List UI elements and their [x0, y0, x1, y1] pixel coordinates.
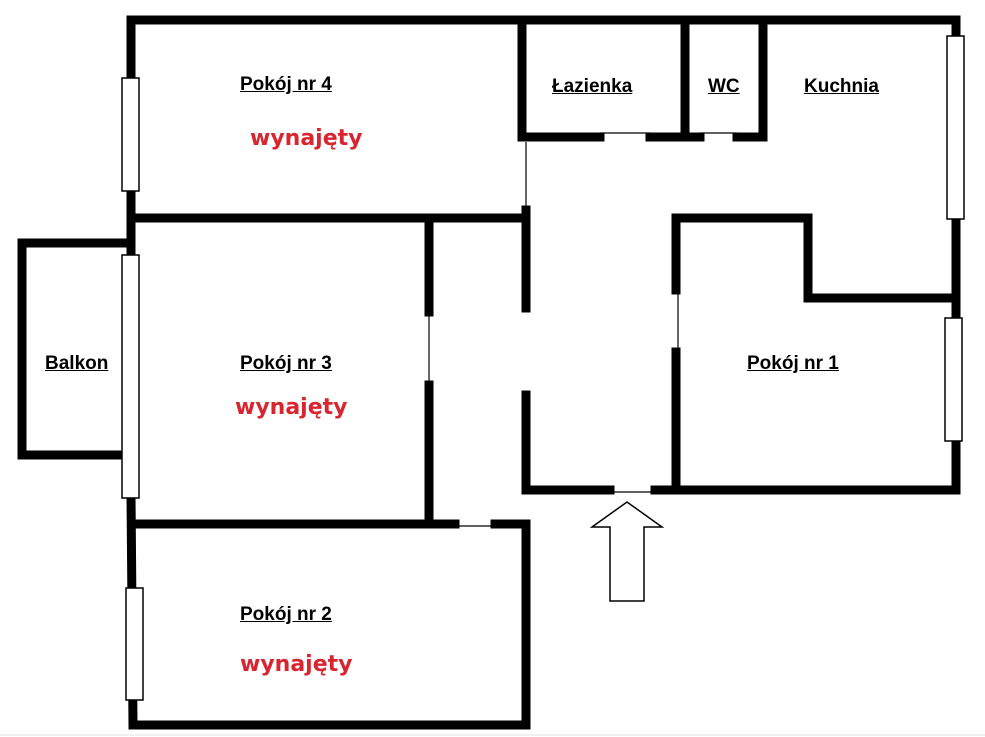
wall-bathroom: [517, 15, 605, 142]
entrance-arrow-icon: [589, 501, 665, 602]
room-status-pokoj2: wynajęty: [240, 652, 353, 677]
room-status-pokoj4: wynajęty: [250, 126, 363, 151]
door-openings: [428, 132, 737, 527]
room-label-pokoj1: Pokój nr 1: [747, 353, 839, 374]
room-label-pokoj3: Pokój nr 3: [240, 353, 332, 374]
window-room1: [944, 317, 963, 442]
room-label-kuchnia: Kuchnia: [804, 76, 879, 97]
window-room2: [125, 587, 144, 701]
window-room4: [121, 77, 140, 192]
room-label-pokoj4: Pokój nr 4: [240, 74, 332, 95]
room-label-pokoj2: Pokój nr 2: [240, 604, 332, 625]
room-label-balkon: Balkon: [45, 353, 109, 374]
wall-room1-upper: [671, 213, 961, 303]
room-label-wc: WC: [708, 76, 740, 97]
room-status-pokoj3: wynajęty: [235, 395, 348, 420]
windows: [121, 35, 965, 701]
balcony: [17, 238, 133, 460]
balcony-wall: [17, 238, 133, 460]
window-balcony-door: [121, 254, 140, 499]
interior-walls: [126, 15, 961, 529]
room-label-lazienka: Łazienka: [552, 76, 633, 97]
window-kitchen: [946, 35, 965, 220]
